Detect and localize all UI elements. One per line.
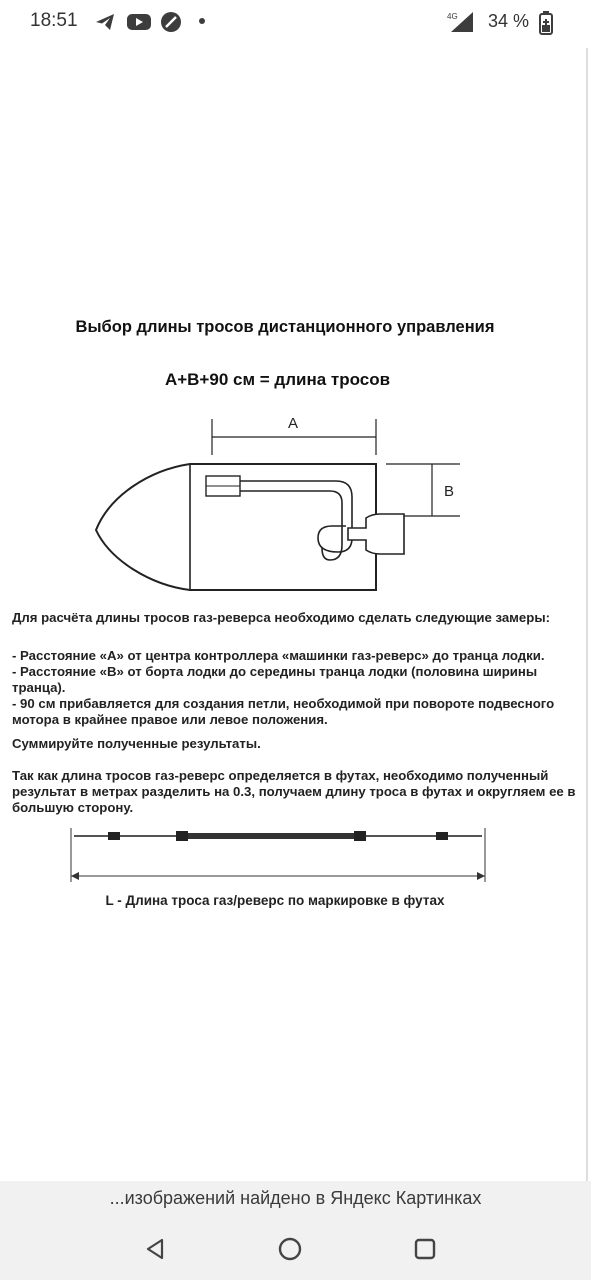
no-disturb-icon	[161, 12, 181, 32]
document-image: Выбор длины тросов дистанционного управл…	[12, 318, 576, 908]
paragraph-intro: Для расчёта длины тросов газ-реверса нео…	[12, 610, 550, 625]
telegram-icon	[96, 14, 114, 30]
home-button[interactable]	[272, 1231, 308, 1267]
back-button[interactable]	[137, 1231, 173, 1267]
svg-text:4G: 4G	[447, 12, 458, 21]
status-bar: 18:51 4G 34 %	[0, 0, 591, 46]
scrollbar[interactable]	[586, 48, 588, 1181]
cable-caption: L - Длина троса газ/реверс по маркировке…	[105, 893, 445, 908]
status-time: 18:51	[30, 10, 78, 31]
paragraph-bullet-c: - 90 см прибавляется для создания петли,…	[12, 696, 555, 727]
navigation-bar	[0, 1217, 591, 1280]
youtube-icon	[127, 14, 151, 30]
paragraph-sum: Суммируйте полученные результаты.	[12, 736, 261, 751]
battery-icon	[539, 11, 553, 35]
cable-diagram	[70, 828, 486, 882]
paragraph-feet-note: Так как длина тросов газ-реверс определя…	[12, 768, 576, 815]
signal-icon: 4G	[447, 12, 473, 32]
home-icon	[278, 1237, 302, 1261]
battery-percent: 34 %	[487, 11, 529, 31]
source-banner-text: ...изображений найдено в Яндекс Картинка…	[109, 1188, 482, 1208]
boat-diagram: A B	[94, 415, 460, 591]
paragraph-bullet-b: - Расстояние «В» от борта лодки до серед…	[12, 664, 538, 695]
back-icon	[146, 1238, 164, 1260]
label-b: B	[444, 483, 454, 500]
formula: A+B+90 см = длина тросов	[164, 370, 391, 389]
document-title: Выбор длины тросов дистанционного управл…	[75, 318, 495, 336]
dot-icon	[199, 18, 205, 24]
label-a: A	[288, 415, 298, 432]
source-banner[interactable]: ...изображений найдено в Яндекс Картинка…	[0, 1181, 591, 1217]
paragraph-bullet-a: - Расстояние «А» от центра контроллера «…	[12, 648, 545, 663]
recents-icon	[414, 1238, 436, 1260]
recents-button[interactable]	[407, 1231, 443, 1267]
